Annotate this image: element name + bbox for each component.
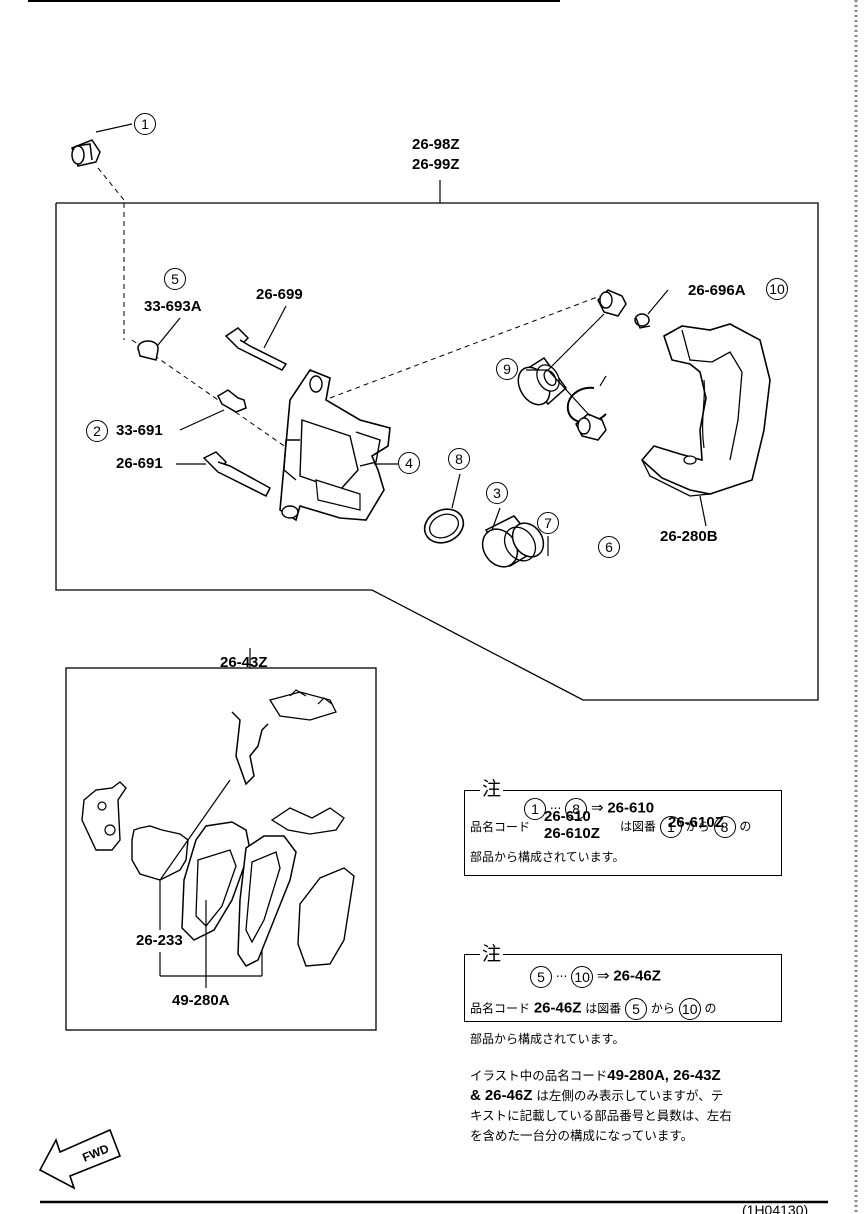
note-1-code-b: 26-610Z	[668, 814, 724, 831]
code-26-691: 26-691	[116, 455, 163, 472]
code-26-699: 26-699	[256, 286, 303, 303]
note-2-tail: 部品から構成されています。	[470, 1032, 625, 1046]
note-box-2	[464, 954, 782, 1022]
bushing-part-10	[634, 313, 651, 329]
assembly-frame	[55, 202, 819, 701]
callout-1: 1	[134, 113, 156, 135]
note-1-of: の	[739, 819, 752, 834]
note-2-code-c: 26-46Z	[533, 999, 582, 1017]
note-1-start-circle: 1	[524, 798, 546, 820]
pad-clip-upper	[268, 689, 337, 721]
code-33-693a: 33-693A	[144, 298, 202, 315]
dust-boot-part-7	[517, 356, 568, 406]
note-2-line-1: 5 ··· 10 ⇒ 26-46Z	[530, 966, 661, 988]
callout-3: 3	[486, 482, 508, 504]
bleeder-screw-33-691	[217, 389, 247, 413]
pad-kit-frame	[65, 667, 377, 1031]
figure-code: (1H04130)	[742, 1202, 809, 1214]
note-2-from: から	[650, 1001, 675, 1016]
note-2-mid: は図番	[585, 1001, 622, 1016]
boot-part-1	[71, 139, 101, 167]
cap-part-5	[137, 340, 159, 361]
assembly-code-b: 26-99Z	[412, 156, 460, 173]
note-1-line-1: 1 ··· 8 ⇒ 26-610	[524, 798, 654, 820]
note-2-start-circle-2: 5	[625, 998, 648, 1020]
bottom-note-line-3: キストに記載している部品番号と員数は、左右	[470, 1108, 732, 1123]
brake-pad-outer	[237, 835, 297, 967]
note-1-arrow: ⇒	[590, 798, 604, 817]
note-1-prefix: 品名コード	[470, 820, 531, 834]
note-2-end-circle-2: 10	[678, 998, 701, 1020]
bottom-note-line-1: イラスト中の品名コード49-280A, 26-43Z	[470, 1066, 800, 1086]
wear-indicator-spring	[231, 711, 269, 786]
callout-8: 8	[448, 448, 470, 470]
code-26-233: 26-233	[136, 932, 183, 949]
code-26-43z: 26-43Z	[220, 654, 268, 671]
piston-part-3	[481, 515, 545, 568]
code-26-280b: 26-280B	[660, 528, 718, 545]
note-1-code-d: 26-610Z	[544, 825, 600, 842]
bottom-note-2a: &	[470, 1087, 481, 1104]
pad-clip-lower	[270, 807, 345, 835]
code-49-280a: 49-280A	[172, 992, 230, 1009]
note-1-from: から	[685, 819, 710, 834]
seal-ring-part-8	[423, 508, 465, 544]
note-2-title: 注	[480, 943, 504, 965]
bottom-note-2c: は左側のみ表示していますが、テ	[536, 1088, 724, 1103]
fwd-arrow-icon	[38, 1128, 122, 1190]
code-33-691: 33-691	[116, 422, 163, 439]
bottom-note-2b: 26-46Z	[484, 1087, 533, 1104]
bottom-note-line-2: & 26-46Z は左側のみ表示していますが、テ	[470, 1086, 800, 1106]
assembly-code-a: 26-98Z	[412, 136, 460, 153]
caliper-bracket-26-280b	[640, 323, 771, 497]
note-1-end-circle-2: 8	[713, 816, 736, 838]
bottom-note-line-4: を含めた一台分の構成になっています。	[470, 1128, 694, 1143]
shim-left	[81, 781, 127, 851]
note-2-arrow: ⇒	[596, 966, 610, 985]
note-1-title: 注	[480, 778, 504, 800]
note-1-code-a: 26-610	[607, 799, 655, 817]
note-1-start-circle-2: 1	[659, 816, 682, 838]
guide-pin-26-699	[224, 327, 288, 371]
note-2-code-a: 26-46Z	[613, 967, 661, 985]
note-2-of: の	[704, 1001, 717, 1016]
callout-2: 2	[86, 420, 108, 442]
note-1-end-circle: 8	[565, 798, 588, 820]
note-2-line-2: 品名コード 26-46Z は図番 5 から 10 の	[470, 998, 717, 1020]
callout-7: 7	[537, 512, 559, 534]
callout-6: 6	[598, 536, 620, 558]
callout-10: 10	[766, 278, 788, 300]
boot-part-9-upper	[597, 289, 627, 317]
caliper-body-part-4	[279, 369, 391, 522]
lock-pin-26-691	[202, 451, 271, 498]
note-1-range-sep: ···	[549, 801, 562, 816]
shim-outer	[297, 867, 355, 967]
brake-pad-inner	[181, 821, 251, 941]
note-2-prefix: 品名コード	[470, 1001, 531, 1016]
note-2-start-circle: 5	[530, 966, 552, 988]
bottom-note-1a: イラスト中の品名コード	[470, 1068, 608, 1083]
code-26-696a: 26-696A	[688, 282, 746, 299]
callout-5: 5	[164, 268, 186, 290]
note-1-line-2: は図番 1 から 8 の	[620, 816, 751, 838]
note-2-end-circle: 10	[571, 966, 594, 988]
note-1-code-c: 26-610	[544, 808, 591, 825]
note-1-mid: は図番	[620, 819, 657, 834]
note-1-tail: 部品から構成されています。	[470, 850, 625, 864]
bottom-note: イラスト中の品名コード49-280A, 26-43Z & 26-46Z は左側の…	[470, 1066, 800, 1146]
bottom-note-1b: 49-280A, 26-43Z	[607, 1067, 721, 1084]
note-2-range-sep: ···	[555, 969, 568, 984]
callout-9: 9	[496, 358, 518, 380]
callout-4: 4	[398, 452, 420, 474]
